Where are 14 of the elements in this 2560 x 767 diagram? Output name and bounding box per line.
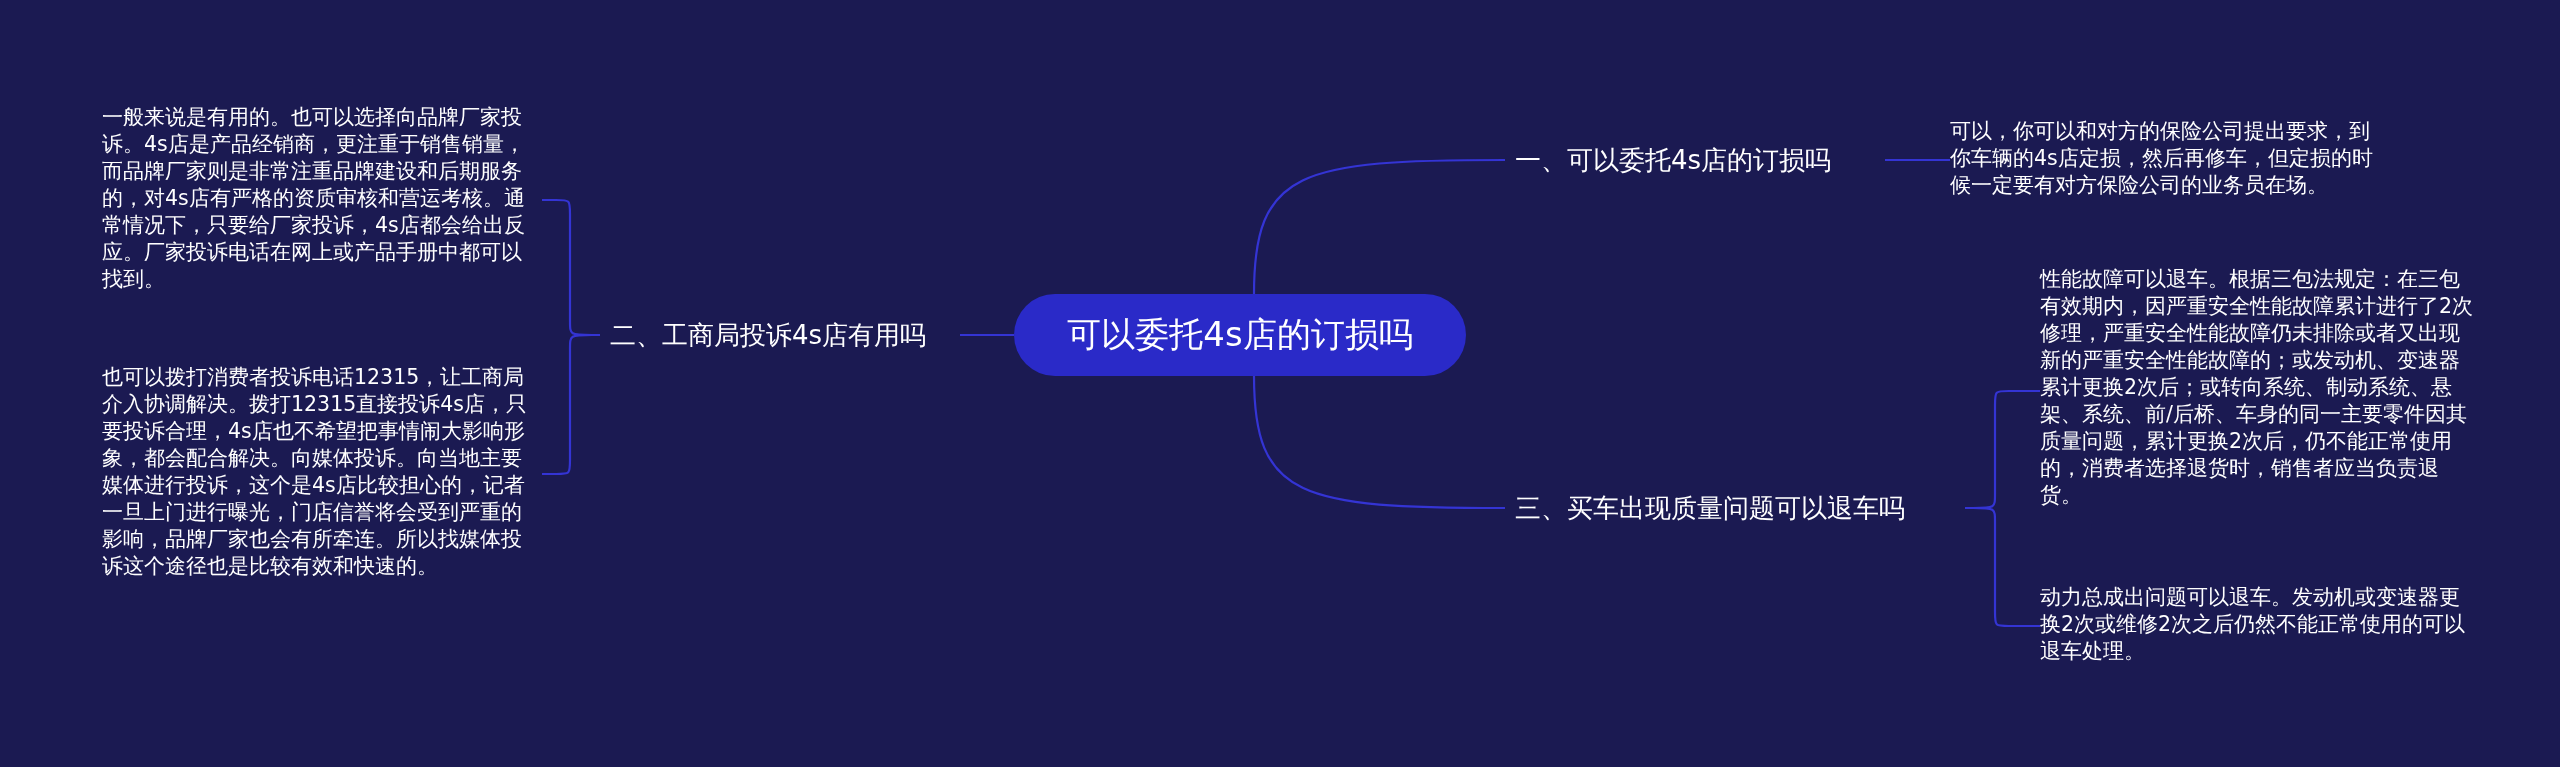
connector-line bbox=[1252, 375, 1505, 510]
central-topic: 可以委托4s店的订损吗 bbox=[1014, 294, 1466, 376]
connector-line bbox=[1885, 158, 1950, 162]
branch-topic: 三、买车出现质量问题可以退车吗 bbox=[1505, 488, 1965, 528]
connector-line bbox=[960, 333, 1014, 337]
connector-line bbox=[1965, 506, 2040, 628]
note-text: 动力总成出问题可以退车。发动机或变速器更换2次或维修2次之后仍然不能正常使用的可以退车处理。 bbox=[2040, 584, 2480, 665]
branch-topic: 二、工商局投诉4s店有用吗 bbox=[600, 315, 960, 355]
branch-topic: 一、可以委托4s店的订损吗 bbox=[1505, 140, 1885, 180]
note-text: 也可以拨打消费者投诉电话12315，让工商局介入协调解决。拨打12315直接投诉4s店，只要投诉合理，4s店也不希望把事情闹大影响形象，都会配合解决。向媒体投诉。向当地主要媒体进行投诉，这个是4s店比较担心的，记者一旦上门进行曝光，门店信誉将会受到严重的影响，品牌厂家也会有所牵连。所以找媒体投诉这个途径也是比较有效和快速的。 bbox=[102, 364, 542, 580]
connector-line bbox=[1252, 158, 1505, 295]
note-text: 性能故障可以退车。根据三包法规定：在三包有效期内，因严重安全性能故障累计进行了2次修理，严重安全性能故障仍未排除或者又出现新的严重安全性能故障的；或发动机、变速器累计更换2次后；或转向系统、制动系统、悬架、系统、前/后桥、车身的同一主要零件因其质量问题，累计更换2次后，仍不能正常使用的，消费者选择退货时，销售者应当负责退货。 bbox=[2040, 266, 2480, 509]
note-text: 一般来说是有用的。也可以选择向品牌厂家投诉。4s店是产品经销商，更注重于销售销量，而品牌厂家则是非常注重品牌建设和后期服务的，对4s店有严格的资质审核和营运考核。通常情况下，只要给厂家投诉，4s店都会给出反应。厂家投诉电话在网上或产品手册中都可以找到。 bbox=[102, 104, 542, 293]
note-text: 可以，你可以和对方的保险公司提出要求，到你车辆的4s店定损，然后再修车，但定损的时候一定要有对方保险公司的业务员在场。 bbox=[1950, 118, 2390, 199]
